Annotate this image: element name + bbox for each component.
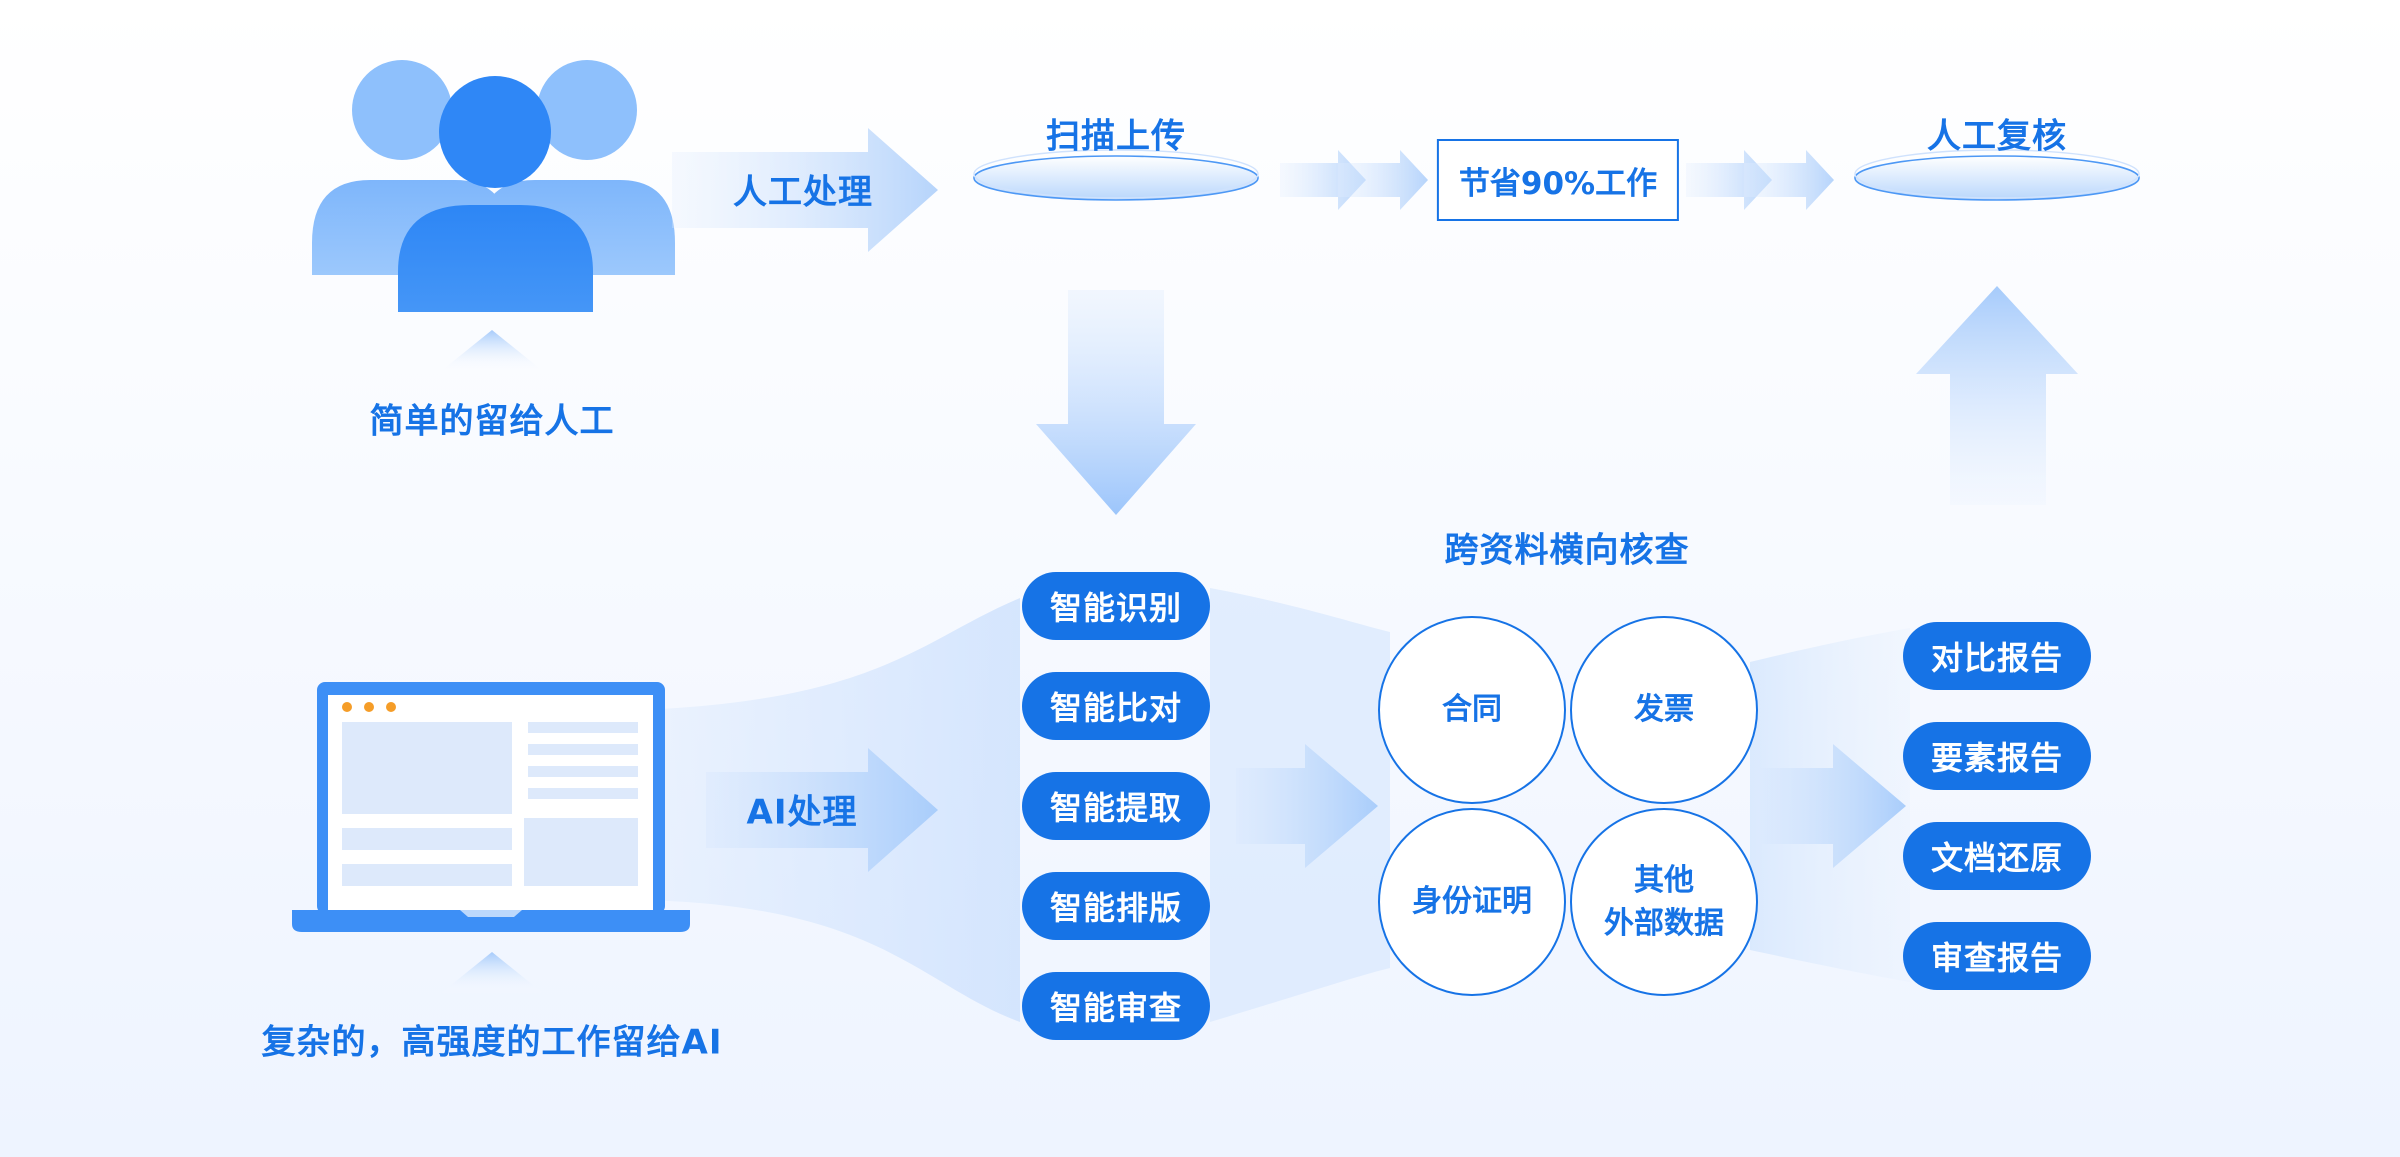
source-line1: 身份证明 xyxy=(1412,884,1532,920)
human-caption: 简单的留给人工 xyxy=(369,401,615,442)
arrow-up-to-review xyxy=(1916,286,2078,505)
ai-caption: 复杂的，高强度的工作留给AI xyxy=(261,1022,723,1063)
double-chevron-arrow-icon xyxy=(1686,150,1834,210)
output-pill: 要素报告 xyxy=(1903,722,2091,790)
source-line1: 合同 xyxy=(1442,692,1502,728)
laptop-icon xyxy=(292,682,690,932)
arrow-to-cross-check xyxy=(1236,744,1378,868)
source-circle-invoice: 发票 xyxy=(1570,616,1758,804)
source-line2: 外部数据 xyxy=(1604,906,1724,941)
arrow-ai-process xyxy=(706,748,938,872)
capability-pill: 智能排版 xyxy=(1022,872,1210,940)
platform-ellipse-icon xyxy=(973,149,1259,201)
source-circle-identity: 身份证明 xyxy=(1378,808,1566,996)
capability-pill: 智能审查 xyxy=(1022,972,1210,1040)
platform-ellipse-icon xyxy=(1854,149,2140,201)
ai-process-label: AI处理 xyxy=(746,792,858,833)
output-pill: 审查报告 xyxy=(1903,922,2091,990)
cross-check-title: 跨资料横向核查 xyxy=(1444,530,1690,571)
source-circle-external: 其他 外部数据 xyxy=(1570,808,1758,996)
laptop-pointer-triangle xyxy=(440,952,544,994)
capability-pill: 智能提取 xyxy=(1022,772,1210,840)
people-group-icon xyxy=(312,60,675,312)
people-pointer-triangle xyxy=(440,330,544,372)
review-label: 人工复核 xyxy=(1927,116,2067,157)
capability-pill: 智能比对 xyxy=(1022,672,1210,740)
source-line1: 其他 xyxy=(1634,862,1694,898)
arrow-human-process xyxy=(672,128,938,252)
source-line1: 发票 xyxy=(1634,692,1694,728)
arrow-down-to-ai xyxy=(1036,290,1196,515)
output-pill: 对比报告 xyxy=(1903,622,2091,690)
output-pill: 文档还原 xyxy=(1903,822,2091,890)
scan-upload-label: 扫描上传 xyxy=(1046,116,1186,157)
savings-box: 节省90%工作 xyxy=(1436,139,1680,221)
source-circle-contract: 合同 xyxy=(1378,616,1566,804)
human-process-label: 人工处理 xyxy=(733,172,873,213)
double-chevron-arrow-icon xyxy=(1280,150,1428,210)
capability-pill: 智能识别 xyxy=(1022,572,1210,640)
arrow-to-outputs xyxy=(1760,744,1906,868)
